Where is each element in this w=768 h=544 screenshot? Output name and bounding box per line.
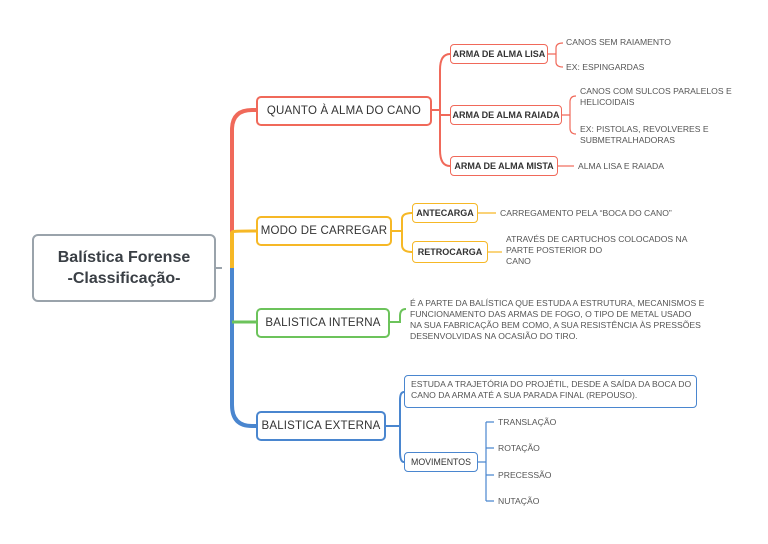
node-alma-mista-label: ARMA DE ALMA MISTA	[454, 161, 554, 171]
leaf-nutacao: NUTAÇÃO	[498, 496, 540, 506]
node-alma-mista[interactable]: ARMA DE ALMA MISTA	[450, 156, 558, 176]
node-alma-lisa-label: ARMA DE ALMA LISA	[452, 49, 546, 59]
node-retrocarga[interactable]: RETROCARGA	[412, 241, 488, 263]
leaf-canos-sem-raiamento: CANOS SEM RAIAMENTO	[566, 37, 671, 47]
leaf-ex-espingardas: EX: ESPINGARDAS	[566, 62, 645, 72]
leaf-canos-com-sulcos-line1: CANOS COM SULCOS PARALELOS E	[580, 86, 732, 96]
node-modo-carregar-label: MODO DE CARREGAR	[260, 225, 388, 237]
leaf-interna-descricao: É A PARTE DA BALÍSTICA QUE ESTUDA A ESTR…	[410, 298, 704, 342]
leaf-atraves-cartuchos-line1: ATRAVÉS DE CARTUCHOS COLOCADOS NA	[506, 234, 688, 244]
leaf-precessao: PRECESSÃO	[498, 470, 552, 480]
leaf-ex-pistolas-line1: EX: PISTOLAS, REVOLVERES E	[580, 124, 709, 134]
leaf-alma-lisa-e-raiada: ALMA LISA E RAIADA	[578, 161, 664, 171]
node-balistica-externa-label: BALISTICA EXTERNA	[261, 420, 381, 432]
leaf-canos-com-sulcos: CANOS COM SULCOS PARALELOS E HELICOIDAIS	[580, 86, 732, 108]
leaf-atraves-cartuchos-line2: PARTE POSTERIOR DO	[506, 245, 603, 255]
node-externa-descricao[interactable]: ESTUDA A TRAJETÓRIA DO PROJÉTIL, DESDE A…	[404, 375, 697, 408]
root-node[interactable]: Balística Forense -Classificação-	[32, 234, 216, 302]
leaf-interna-line4: DESENVOLVIDAS NA OCASIÃO DO TIRO.	[410, 331, 578, 341]
node-quanto-alma[interactable]: QUANTO À ALMA DO CANO	[256, 96, 432, 126]
leaf-ex-pistolas-line2: SUBMETRALHADORAS	[580, 135, 676, 145]
externa-descricao-line1: ESTUDA A TRAJETÓRIA DO PROJÉTIL, DESDE A…	[411, 379, 692, 389]
node-movimentos[interactable]: MOVIMENTOS	[404, 452, 478, 472]
leaf-atraves-cartuchos-line3: CANO	[506, 256, 531, 266]
node-alma-lisa[interactable]: ARMA DE ALMA LISA	[450, 44, 548, 64]
root-title-line1: Balística Forense	[57, 249, 191, 266]
node-alma-raiada-label: ARMA DE ALMA RAIADA	[452, 110, 560, 120]
node-antecarga[interactable]: ANTECARGA	[412, 203, 478, 223]
node-quanto-alma-label: QUANTO À ALMA DO CANO	[266, 105, 422, 117]
leaf-carregamento-boca: CARREGAMENTO PELA “BOCA DO CANO”	[500, 208, 672, 218]
leaf-canos-com-sulcos-line2: HELICOIDAIS	[580, 97, 635, 107]
node-balistica-externa[interactable]: BALISTICA EXTERNA	[256, 411, 386, 441]
leaf-translacao: TRANSLAÇÃO	[498, 417, 557, 427]
node-retrocarga-label: RETROCARGA	[417, 247, 483, 257]
leaf-interna-line2: FUNCIONAMENTO DAS ARMAS DE FOGO, O TIPO …	[410, 309, 692, 319]
leaf-interna-line1: É A PARTE DA BALÍSTICA QUE ESTUDA A ESTR…	[410, 298, 705, 308]
leaf-rotacao: ROTAÇÃO	[498, 443, 540, 453]
leaf-interna-line3: NA SUA FABRICAÇÃO BEM COMO, A SUA RESIST…	[410, 320, 701, 330]
root-title-line2: -Classificação-	[67, 270, 181, 287]
externa-descricao-line2: CANO DA ARMA ATÉ A SUA PARADA FINAL (REP…	[411, 390, 638, 400]
node-balistica-interna-label: BALISTICA INTERNA	[265, 317, 381, 329]
node-modo-carregar[interactable]: MODO DE CARREGAR	[256, 216, 392, 246]
node-antecarga-label: ANTECARGA	[416, 208, 474, 218]
node-balistica-interna[interactable]: BALISTICA INTERNA	[256, 308, 390, 338]
node-movimentos-label: MOVIMENTOS	[411, 457, 471, 467]
leaf-ex-pistolas: EX: PISTOLAS, REVOLVERES E SUBMETRALHADO…	[580, 124, 709, 146]
node-alma-raiada[interactable]: ARMA DE ALMA RAIADA	[450, 105, 562, 125]
leaf-atraves-cartuchos: ATRAVÉS DE CARTUCHOS COLOCADOS NA PARTE …	[506, 234, 687, 267]
